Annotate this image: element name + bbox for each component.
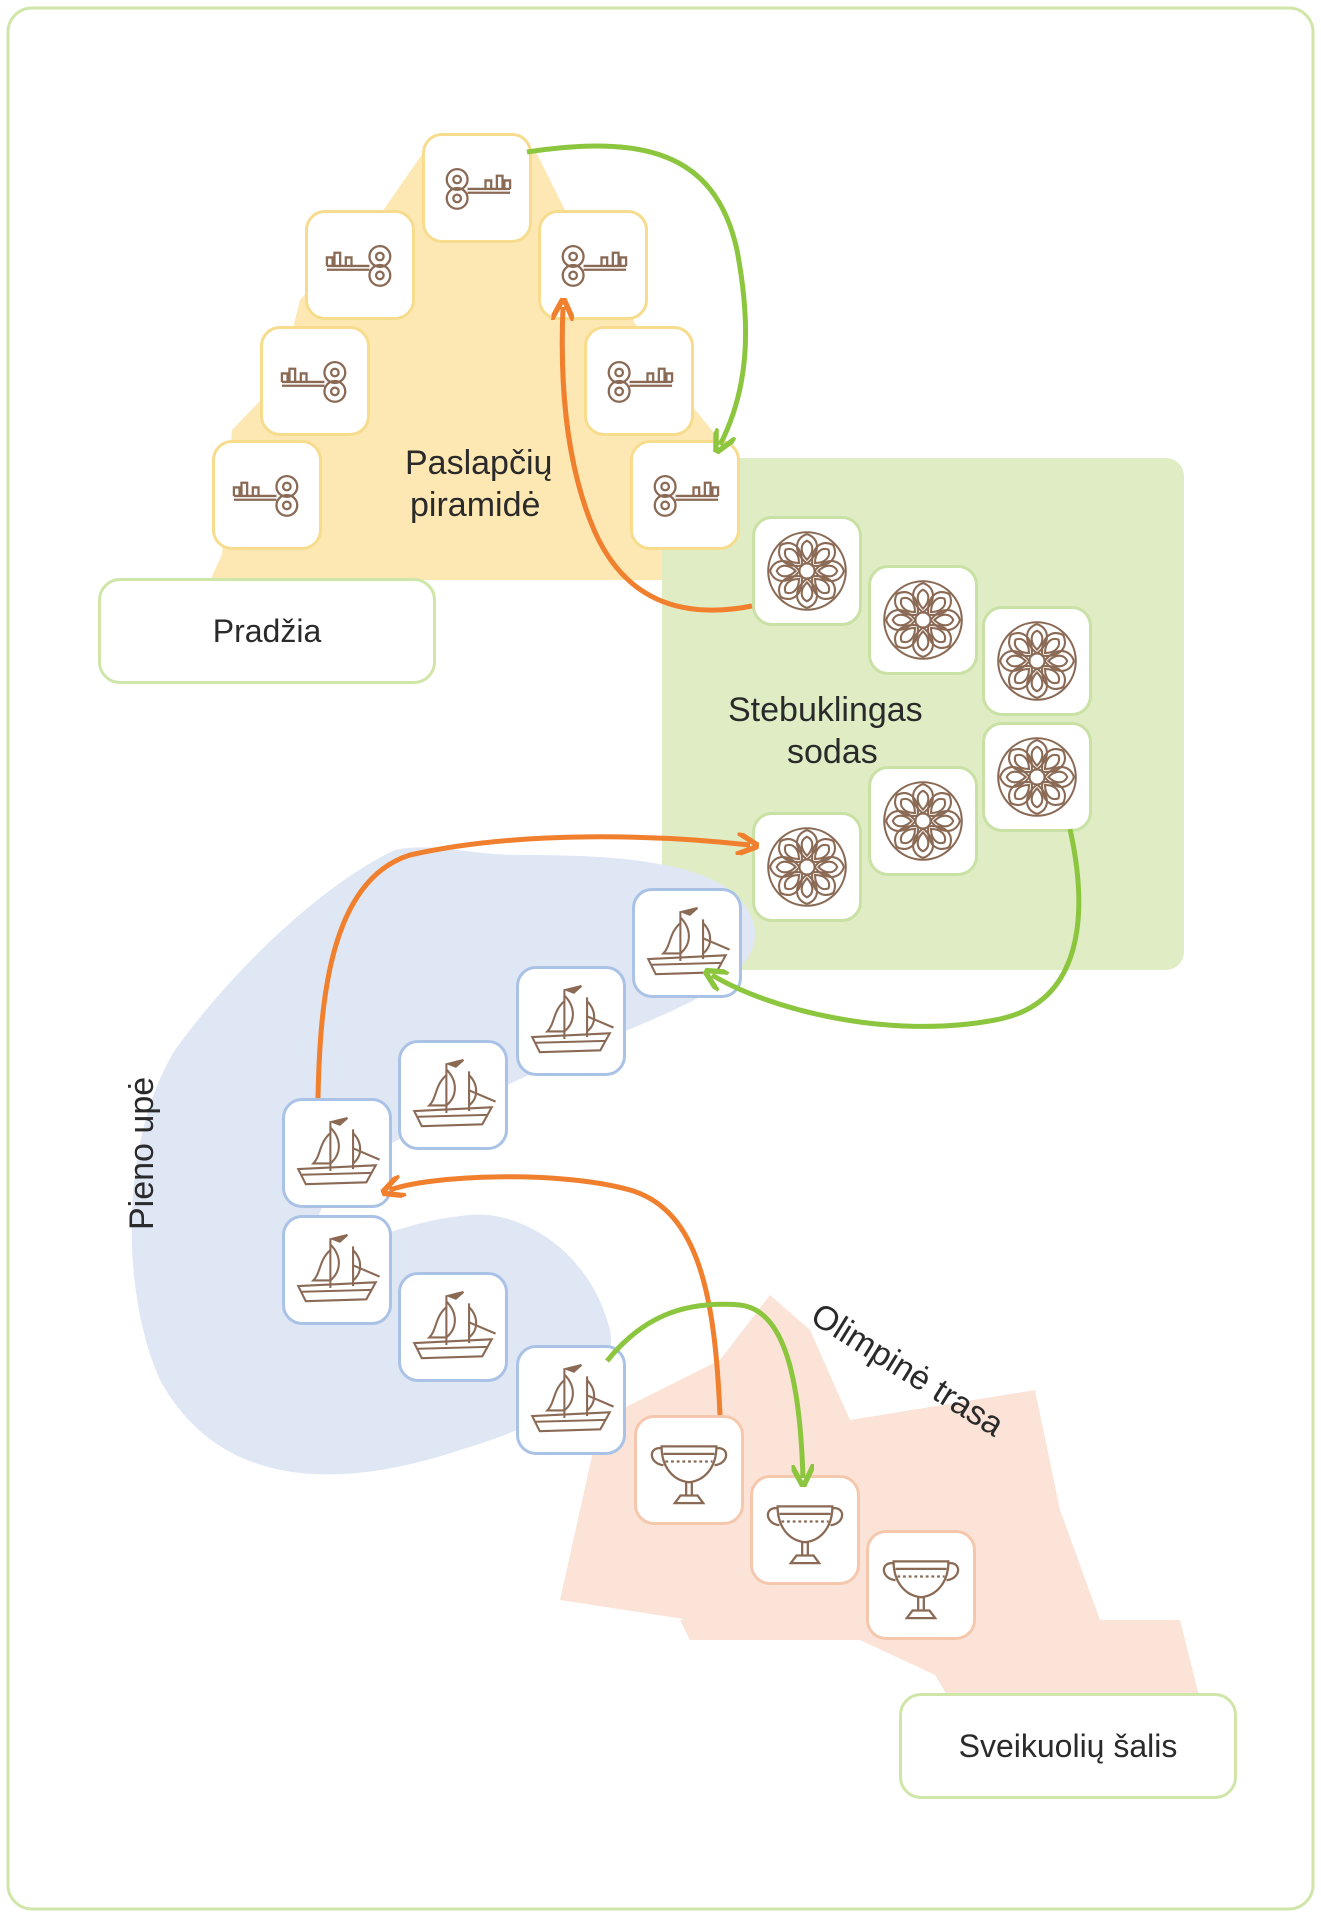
pyramid-tile-2[interactable] xyxy=(260,326,370,436)
ship-icon xyxy=(296,1234,380,1303)
pyramid-tile-6[interactable] xyxy=(584,326,694,436)
rosette-icon xyxy=(767,827,847,907)
garden-tile-1[interactable] xyxy=(752,516,862,626)
pyramid-tile-7[interactable] xyxy=(630,440,740,550)
start-box[interactable]: Pradžia xyxy=(98,578,436,684)
ship-icon xyxy=(530,1364,614,1433)
garden-tile-2[interactable] xyxy=(868,565,978,675)
river-tile-4[interactable] xyxy=(282,1098,392,1208)
key-icon xyxy=(232,474,299,517)
river-tile-2[interactable] xyxy=(516,966,626,1076)
rosette-icon xyxy=(997,621,1077,701)
key-icon xyxy=(445,167,512,210)
pyramid-title-line-1: Paslapčių xyxy=(405,444,553,482)
end-box[interactable]: Sveikuolių šalis xyxy=(899,1693,1237,1799)
garden-tile-5[interactable] xyxy=(868,766,978,876)
start-label: Pradžia xyxy=(212,612,322,649)
river-tile-6[interactable] xyxy=(398,1272,508,1382)
garden-title-line-2: sodas xyxy=(787,733,878,771)
pyramid-tile-4[interactable] xyxy=(422,133,532,243)
key-icon xyxy=(607,360,674,403)
snake-arrow-3 xyxy=(390,1174,723,1416)
rosette-icon xyxy=(997,737,1077,817)
river-tile-5[interactable] xyxy=(282,1215,392,1325)
key-icon xyxy=(325,244,392,287)
end-label: Sveikuolių šalis xyxy=(958,1727,1178,1764)
ship-icon xyxy=(412,1291,496,1360)
snake-arrow-1 xyxy=(562,307,753,613)
track-tile-1[interactable] xyxy=(634,1415,744,1525)
ladder-arrow-1 xyxy=(526,143,749,445)
ship-icon xyxy=(412,1059,496,1128)
ship-icon xyxy=(530,985,614,1054)
ship-icon xyxy=(296,1117,380,1186)
garden-title-line-1: Stebuklingas xyxy=(728,691,923,729)
ladder-arrow-3 xyxy=(605,1301,803,1478)
trophy-cup-icon xyxy=(650,1445,728,1505)
key-icon xyxy=(280,360,347,403)
garden-tile-3[interactable] xyxy=(982,606,1092,716)
ladder-arrow-2 xyxy=(712,828,1082,1029)
trophy-cup-icon xyxy=(766,1505,844,1565)
garden-tile-6[interactable] xyxy=(752,812,862,922)
key-icon xyxy=(561,244,628,287)
snake-arrow-2 xyxy=(315,837,750,1099)
track-tile-3[interactable] xyxy=(866,1530,976,1640)
pyramid-title-line-2: piramidė xyxy=(410,486,541,524)
rosette-icon xyxy=(767,531,847,611)
pyramid-tile-1[interactable] xyxy=(212,440,322,550)
key-icon xyxy=(653,474,720,517)
trophy-cup-icon xyxy=(882,1560,960,1620)
river-tile-3[interactable] xyxy=(398,1040,508,1150)
track-tile-2[interactable] xyxy=(750,1475,860,1585)
rosette-icon xyxy=(883,781,963,861)
river-tile-7[interactable] xyxy=(516,1345,626,1455)
garden-tile-4[interactable] xyxy=(982,722,1092,832)
rosette-icon xyxy=(883,580,963,660)
pyramid-tile-3[interactable] xyxy=(305,210,415,320)
